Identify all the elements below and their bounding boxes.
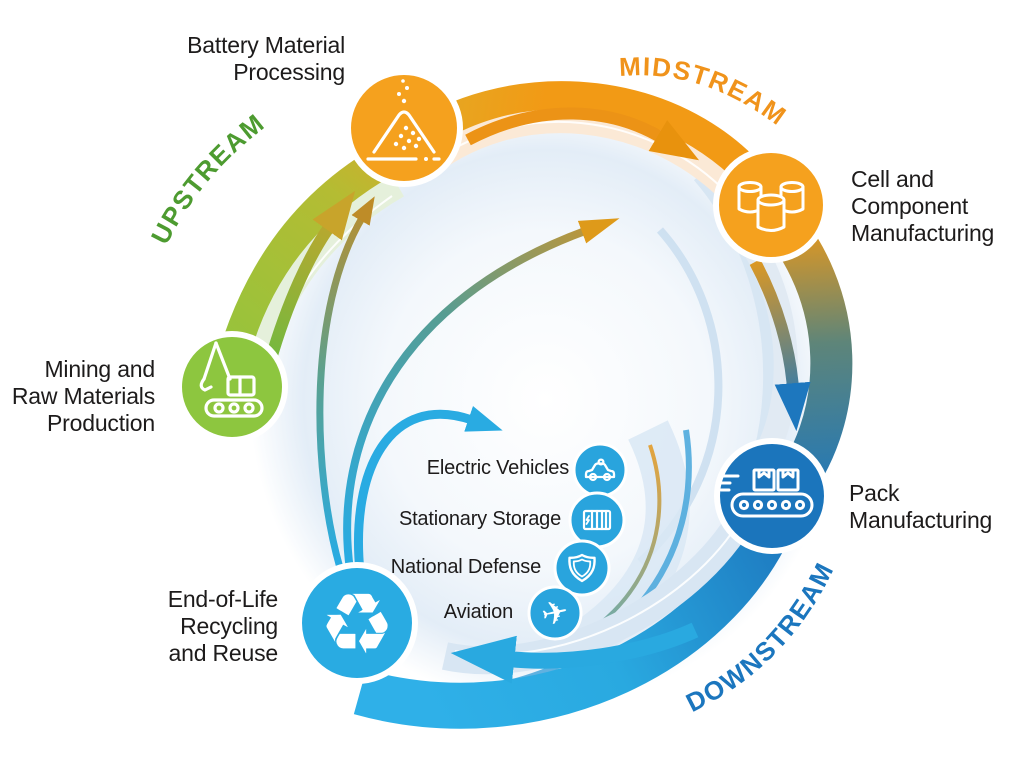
- pack-to-recycling-arrow: [450, 622, 699, 684]
- recycle-to-applications-arrow: [354, 406, 503, 573]
- conveyor-icon: [715, 468, 814, 518]
- electric-car-icon: [584, 458, 616, 482]
- node-end-of-life-recycling: ♻: [296, 562, 418, 684]
- storage-container-icon: [582, 509, 612, 531]
- battery-material-processing-label: Battery Material Processing: [187, 32, 345, 85]
- excavator-icon: [199, 341, 264, 418]
- stationary-storage-label: Stationary Storage: [398, 508, 561, 530]
- recycling-return-arrows: [316, 196, 620, 573]
- cell-component-manufacturing-label: Cell and Component Manufacturing: [851, 166, 995, 246]
- application-circles: ✈: [527, 442, 628, 641]
- application-national-defense: [553, 539, 611, 597]
- mining-raw-materials-label: Mining and Raw Materials Production: [11, 356, 155, 436]
- upstream-label: UPSTREAM: [145, 107, 270, 249]
- node-cell-component-manufacturing: [713, 147, 829, 263]
- application-electric-vehicles: [572, 442, 628, 498]
- battery-cells-icon: [737, 181, 805, 232]
- cell-to-pack-arrow: [749, 259, 811, 432]
- recycle-icon: ♻: [319, 575, 394, 673]
- recycle-to-midstream-arrow: [343, 218, 620, 571]
- shield-icon: [568, 553, 596, 583]
- material-pile-icon: [366, 79, 441, 161]
- application-aviation: ✈: [527, 585, 583, 641]
- node-battery-material-processing: [345, 69, 463, 187]
- node-pack-manufacturing: [714, 438, 830, 554]
- recycle-to-processing-arrow: [316, 196, 375, 569]
- pack-manufacturing-label: Pack Manufacturing: [849, 480, 993, 533]
- aviation-label: Aviation: [443, 601, 513, 623]
- application-stationary-storage: [568, 491, 626, 549]
- end-of-life-recycling-label: End-of-Life Recycling and Reuse: [167, 586, 279, 666]
- mining-to-processing-arrow: [264, 190, 356, 364]
- national-defense-label: National Defense: [390, 556, 541, 578]
- downstream-band: [353, 493, 802, 729]
- processing-to-cell-arrow: [465, 107, 700, 161]
- node-mining: [176, 331, 288, 443]
- electric-vehicles-label: Electric Vehicles: [426, 457, 569, 479]
